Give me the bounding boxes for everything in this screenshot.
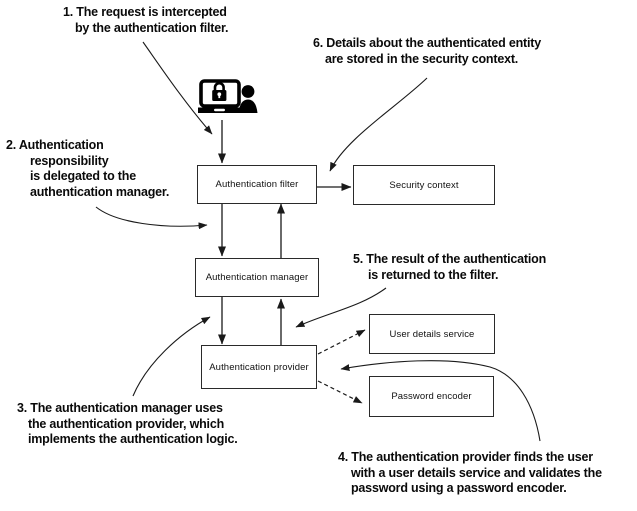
annotation-step5: 5. The result of the authentication is r…: [353, 252, 546, 283]
annotation-step2-line: 2. Authentication: [6, 138, 104, 152]
annotation-step4-line: with a user details service and validate…: [351, 465, 602, 480]
box-security-context: Security context: [353, 165, 495, 205]
box-authentication-provider: Authentication provider: [201, 345, 317, 389]
annotation-step1-line: 1. The request is intercepted: [63, 5, 227, 19]
annotation-step6: 6. Details about the authenticated entit…: [313, 36, 541, 67]
annotation-step6-line: 6. Details about the authenticated entit…: [313, 36, 541, 50]
box-password-encoder: Password encoder: [369, 376, 494, 417]
dashed-arrow-provider-to-user-details-service: [317, 329, 366, 355]
annotation-step3: 3. The authentication manager uses the a…: [17, 401, 238, 448]
annotation-step4: 4. The authentication provider finds the…: [338, 450, 602, 497]
box-password-encoder-label: Password encoder: [391, 391, 472, 402]
box-authentication-manager-label: Authentication manager: [205, 272, 309, 283]
annotation-step4-line: 4. The authentication provider finds the…: [338, 450, 593, 464]
annotation-step3-line: implements the authentication logic.: [28, 432, 238, 446]
annotation-step3-line: 3. The authentication manager uses: [17, 401, 223, 415]
box-user-details-service: User details service: [369, 314, 495, 354]
box-authentication-filter-label: Authentication filter: [215, 179, 299, 190]
annotation-step2: 2. Authentication responsibility is dele…: [6, 138, 169, 200]
annotation-step6-line: are stored in the security context.: [325, 51, 519, 66]
box-user-details-service-label: User details service: [389, 328, 475, 340]
annotation-step1-line: by the authentication filter.: [75, 20, 229, 35]
annotation-step5-line: is returned to the filter.: [368, 267, 499, 282]
box-authentication-provider-label: Authentication provider: [209, 361, 309, 373]
annotation-step2-line: authentication manager.: [30, 184, 170, 199]
pointer-step3: [132, 316, 211, 397]
pointer-step2: [95, 206, 208, 230]
dashed-arrow-provider-to-password-encoder: [317, 380, 363, 404]
annotation-step3-line: the authentication provider, which: [28, 416, 225, 431]
annotation-step4-line: password using a password encoder.: [351, 481, 567, 495]
box-authentication-manager: Authentication manager: [195, 258, 319, 297]
box-security-context-label: Security context: [389, 179, 459, 191]
laptop-lock-user-icon: [198, 79, 258, 113]
box-authentication-filter: Authentication filter: [197, 165, 317, 204]
annotation-step5-line: 5. The result of the authentication: [353, 252, 547, 266]
pointer-step6: [329, 77, 428, 172]
annotation-step2-line: responsibility: [30, 153, 109, 168]
annotation-step1: 1. The request is intercepted by the aut…: [63, 5, 228, 36]
annotation-step2-line: is delegated to the: [30, 169, 136, 183]
